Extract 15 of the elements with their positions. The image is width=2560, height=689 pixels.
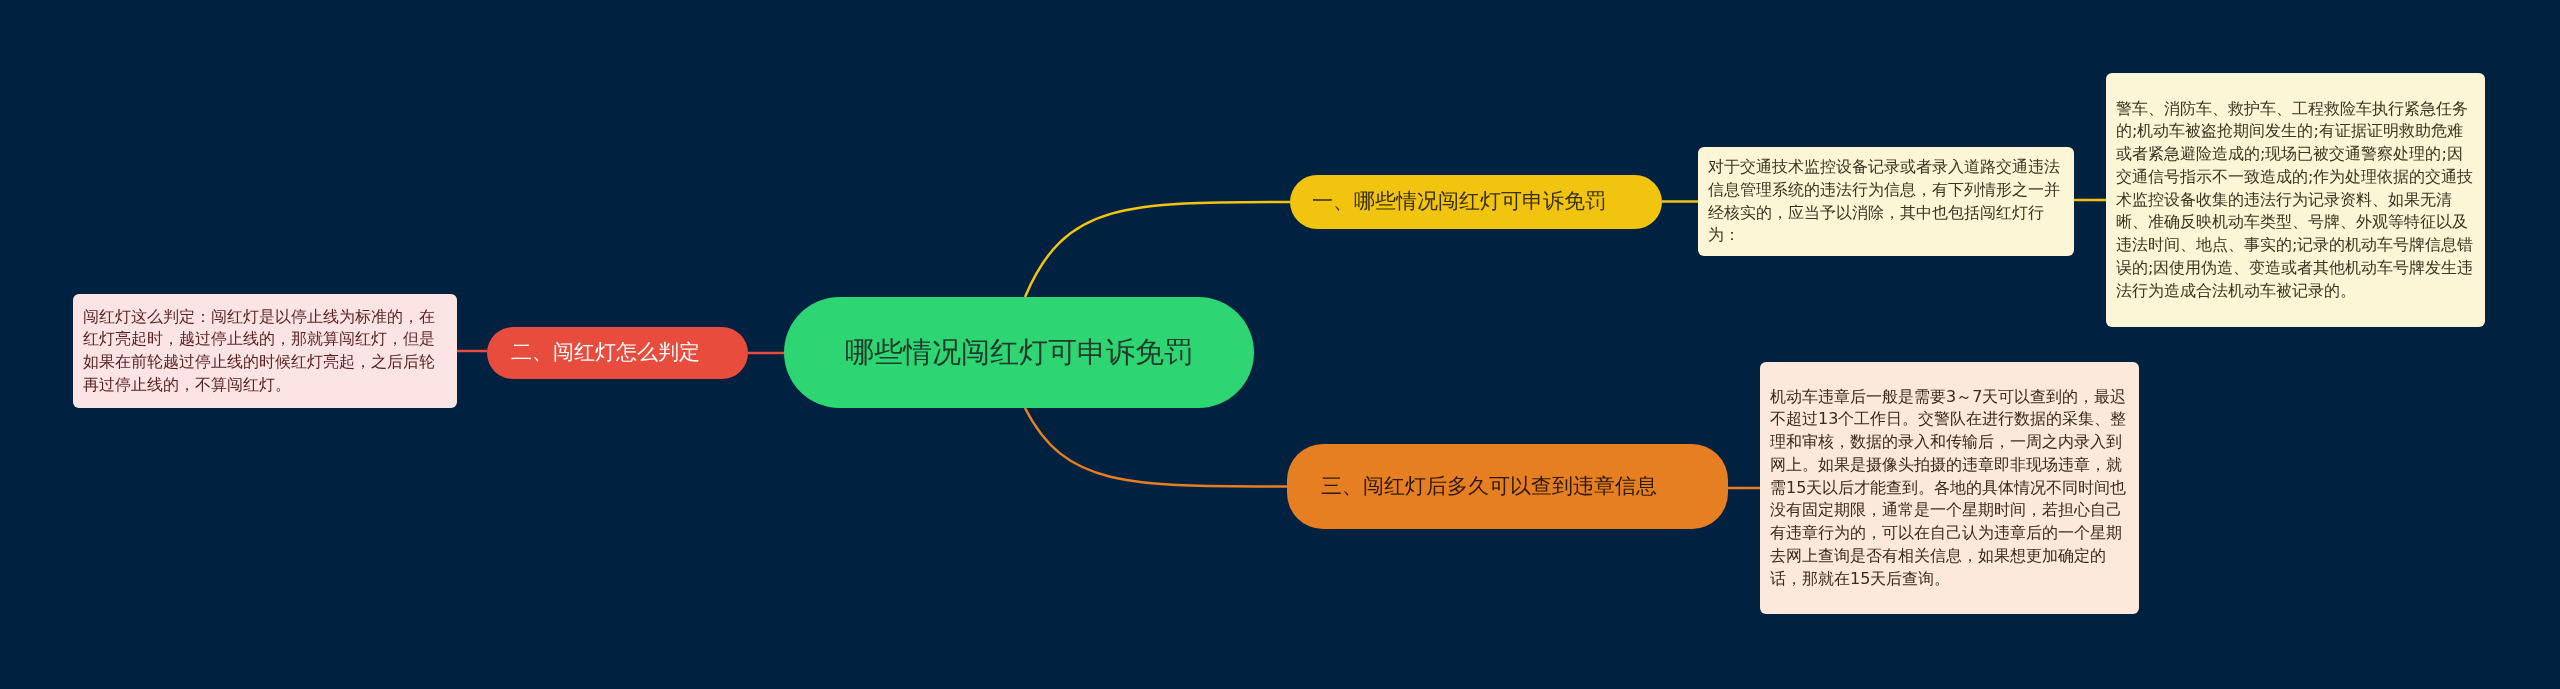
note-box: 警车、消防车、救护车、工程救险车执行紧急任务的;机动车被盗抢期间发生的;有证据证明救助危难或者紧急避险造成的;现场已被交通警察处理的;因交通信号指示不一致造成的;作为处理依据的交通技术监控设备收集的违法行为记录资料、如果无清晰、准确反映机动车类型、号牌、外观等特征以及违法时间、地点、事实的;记录的机动车号牌信息错误的;因使用伪造、变造或者其他机动车号牌发生违法行为造成合法机动车被记录的。 bbox=[2106, 73, 2485, 327]
note-box: 机动车违章后一般是需要3～7天可以查到的，最迟不超过13个工作日。交警队在进行数据的采集、整理和审核，数据的录入和传输后，一周之内录入到网上。如果是摄像头拍摄的违章即非现场违章，就需15天以后才能查到。各地的具体情况不同时间也没有固定期限，通常是一个星期时间，若担心自己有违章行为的，可以在自己认为违章后的一个星期去网上查询是否有相关信息，如果想更加确定的话，那就在15天后查询。 bbox=[1760, 362, 2139, 614]
connector-line bbox=[457, 349, 487, 353]
branch-box: 二、闯红灯怎么判定 bbox=[487, 327, 748, 379]
note-box: 对于交通技术监控设备记录或者录入道路交通违法信息管理系统的违法行为信息，有下列情形之一并经核实的，应当予以消除，其中也包括闯红灯行为： bbox=[1698, 147, 2074, 256]
connector-line bbox=[1728, 486, 1760, 490]
connector-line bbox=[2074, 198, 2106, 202]
branch-box: 一、哪些情况闯红灯可申诉免罚 bbox=[1290, 175, 1662, 229]
connector-line bbox=[1662, 200, 1698, 203]
note-box: 闯红灯这么判定：闯红灯是以停止线为标准的，在红灯亮起时，越过停止线的，那就算闯红灯，但是如果在前轮越过停止线的时候红灯亮起，之后后轮再过停止线的，不算闯红灯。 bbox=[73, 294, 457, 408]
connector-line bbox=[1023, 200, 1290, 298]
connector-line bbox=[1023, 407, 1287, 488]
branch-box: 三、闯红灯后多久可以查到违章信息 bbox=[1287, 444, 1728, 529]
topic-box: 哪些情况闯红灯可申诉免罚 bbox=[784, 297, 1254, 408]
connector-line bbox=[748, 351, 784, 355]
